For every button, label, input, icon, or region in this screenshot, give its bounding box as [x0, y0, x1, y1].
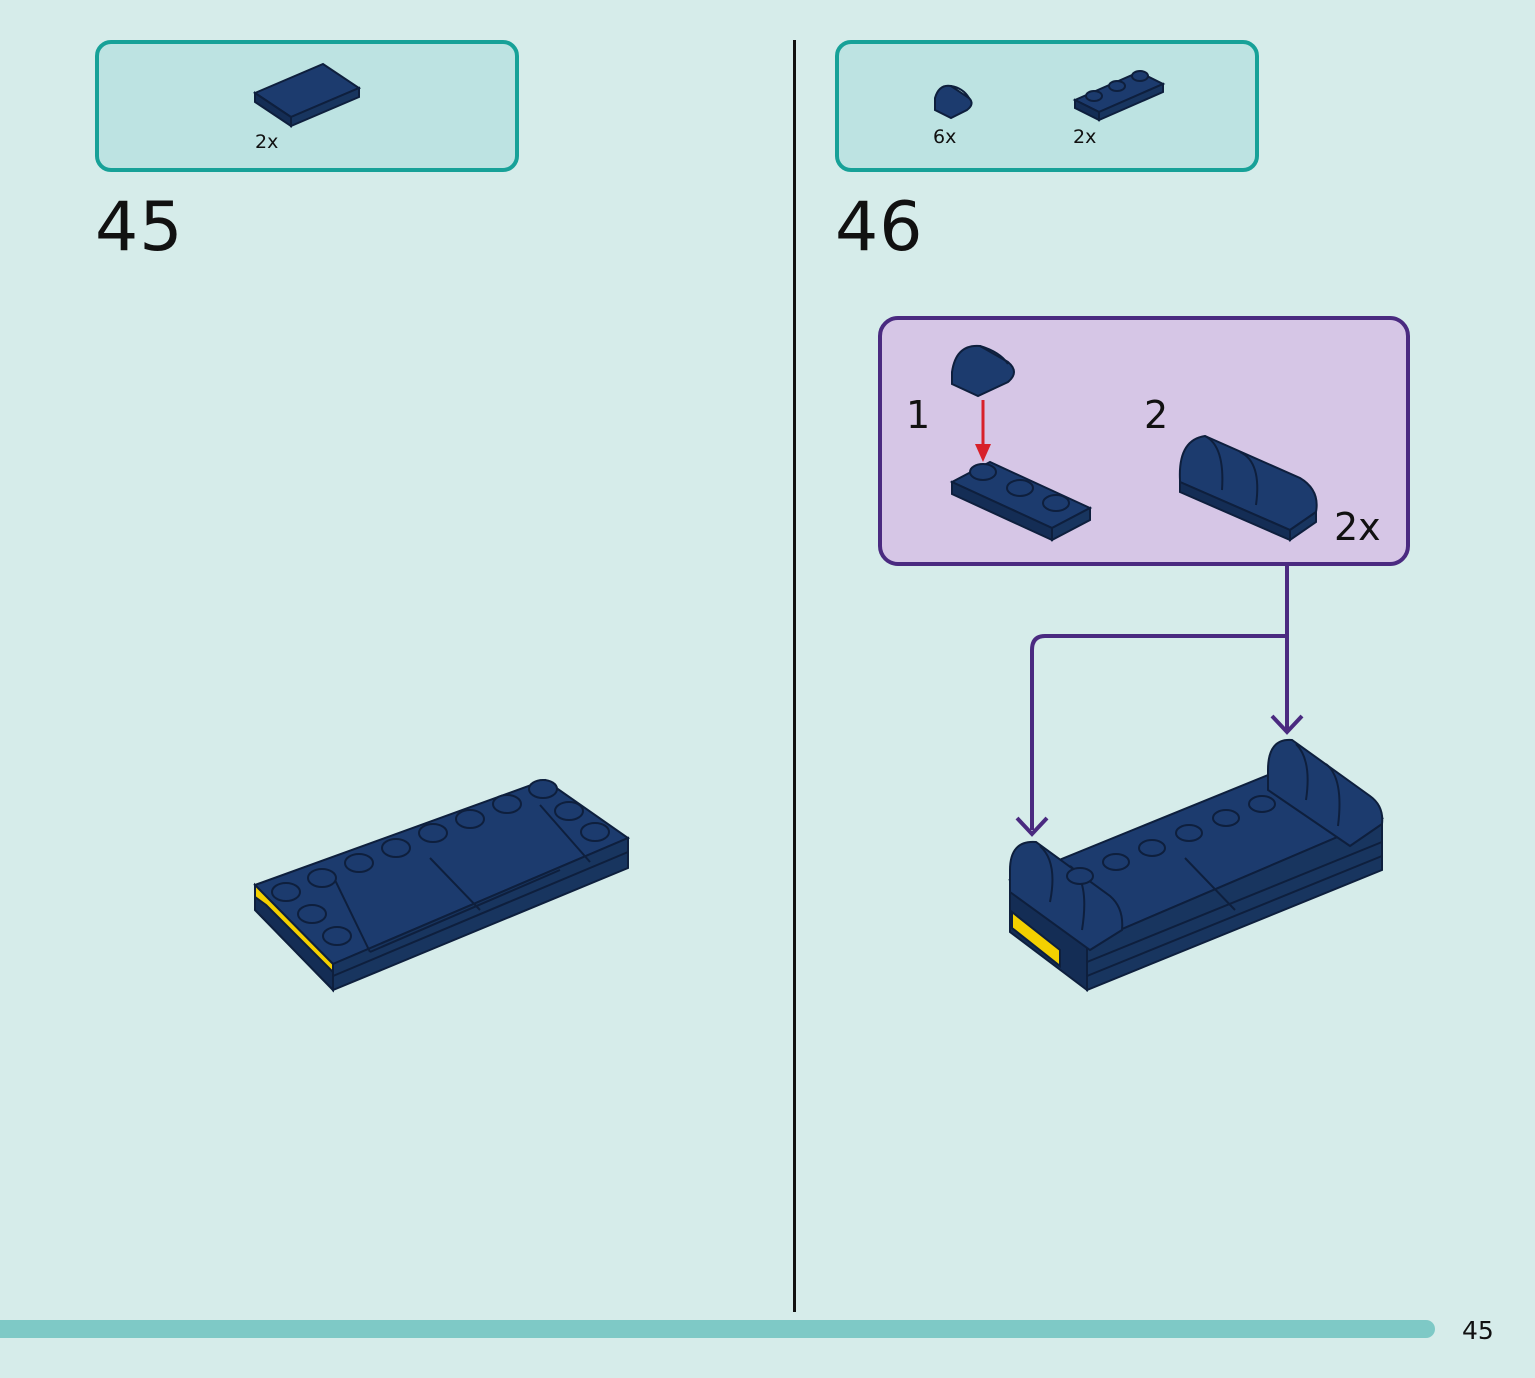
sub-assembly-multiplier: 2x	[1334, 505, 1381, 549]
curved-slope-piece-icon	[951, 344, 1015, 398]
plate-1x3-piece-icon	[949, 460, 1093, 542]
part-quantity: 2x	[255, 131, 279, 153]
curved-slope-1x1-icon	[934, 84, 973, 120]
armrest-assembly-icon	[1178, 434, 1318, 542]
sub-step-number-1: 1	[906, 393, 931, 437]
plate-1x3-icon	[1072, 70, 1166, 122]
page-divider	[793, 40, 796, 1312]
parts-list-box-step-45: 2x	[95, 40, 519, 172]
sofa-assembly-icon	[1008, 738, 1385, 993]
red-arrow-icon	[975, 400, 991, 462]
parts-list-box-step-46: 6x 2x	[835, 40, 1259, 172]
page-number: 45	[1462, 1316, 1494, 1345]
step-number-46: 46	[835, 188, 924, 267]
step-number-45: 45	[95, 188, 184, 267]
sub-step-number-2: 2	[1144, 393, 1169, 437]
footer-bar	[0, 1320, 1435, 1338]
assembly-arrow-icon	[1015, 566, 1304, 837]
base-plate-assembly-icon	[253, 778, 631, 993]
tile-2x4-icon	[252, 62, 362, 128]
part-quantity: 6x	[933, 126, 957, 148]
part-quantity: 2x	[1073, 126, 1097, 148]
